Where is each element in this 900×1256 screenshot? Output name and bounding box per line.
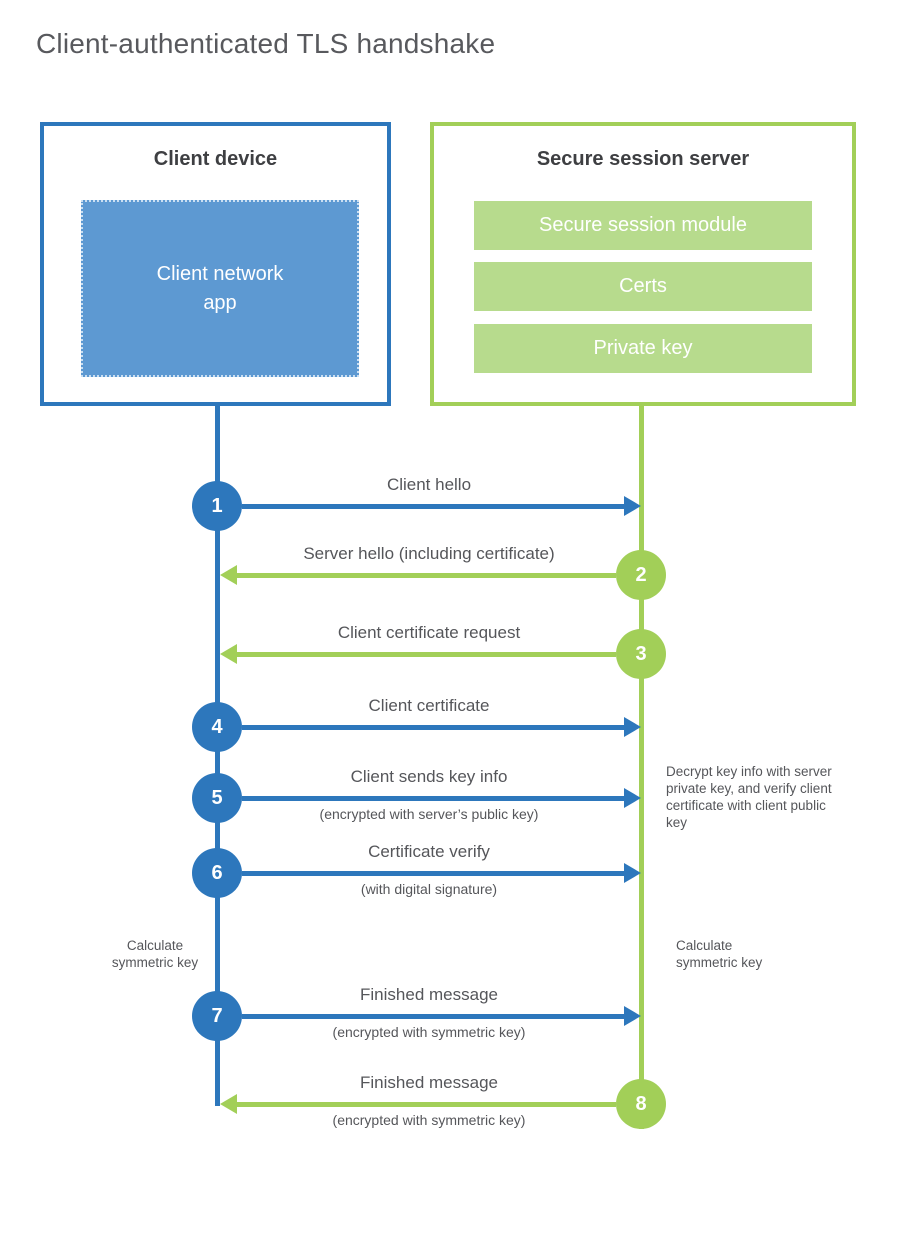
message-label: Client sends key info (350, 767, 508, 786)
arrowhead-right-icon (624, 496, 641, 516)
message-arrow (242, 871, 625, 876)
arrowhead-right-icon (624, 717, 641, 737)
step-circle: 2 (616, 550, 666, 600)
step-number: 2 (635, 563, 647, 586)
secure-session-server-box: Secure session server Secure session mod… (430, 122, 856, 406)
step-circle: 5 (192, 773, 242, 823)
arrowhead-right-icon (624, 863, 641, 883)
module-bar-private-key: Private key (474, 324, 812, 373)
step-circle: 3 (616, 629, 666, 679)
message-arrow (242, 725, 625, 730)
message-arrow (237, 573, 616, 578)
module-bar-certs: Certs (474, 262, 812, 311)
message-label: Client hello (386, 475, 472, 494)
step-number: 1 (211, 494, 223, 517)
message-arrow (242, 796, 625, 801)
message-label: Server hello (including certificate) (303, 544, 555, 563)
arrowhead-left-icon (220, 644, 237, 664)
diagram-title: Client-authenticated TLS handshake (36, 28, 496, 59)
step-circle: 8 (616, 1079, 666, 1129)
client-network-app-label: Client network app (156, 262, 284, 314)
step-circle: 1 (192, 481, 242, 531)
step-circle: 6 (192, 848, 242, 898)
module-label: Certs (619, 275, 667, 297)
message-arrow (242, 1014, 625, 1019)
arrowhead-right-icon (624, 1006, 641, 1026)
calculate-symmetric-key-note-server: Calculate symmetric key (676, 938, 763, 970)
secure-session-server-title: Secure session server (536, 148, 750, 170)
message-label: Finished message (360, 985, 498, 1004)
step-number: 6 (211, 861, 223, 884)
client-device-box: Client device Client network app (40, 122, 391, 406)
message-arrow (237, 1102, 616, 1107)
message-label: Certificate verify (368, 842, 490, 861)
module-label: Secure session module (539, 214, 747, 236)
arrowhead-right-icon (624, 788, 641, 808)
step-number: 3 (635, 642, 647, 665)
client-network-app-box: Client network app (81, 200, 359, 377)
message-sublabel: (encrypted with server’s public key) (319, 806, 539, 822)
decrypt-key-note: Decrypt key info with server private key… (666, 764, 832, 830)
step-circle: 7 (192, 991, 242, 1041)
message-sublabel: (encrypted with symmetric key) (332, 1112, 526, 1128)
message-sublabel: (encrypted with symmetric key) (332, 1024, 526, 1040)
message-label: Client certificate (368, 696, 490, 715)
module-label: Private key (593, 337, 693, 359)
message-label: Client certificate request (337, 623, 521, 642)
step-number: 8 (635, 1092, 647, 1115)
calculate-symmetric-key-note-client: Calculate symmetric key (111, 938, 199, 970)
step-number: 5 (211, 786, 223, 809)
step-number: 7 (211, 1004, 223, 1027)
server-lifeline (639, 405, 644, 1129)
arrowhead-left-icon (220, 565, 237, 585)
step-number: 4 (211, 715, 223, 738)
client-device-title: Client device (153, 148, 278, 170)
message-arrow (242, 504, 625, 509)
client-lifeline (215, 405, 220, 1106)
module-bar-secure-session-module: Secure session module (474, 201, 812, 250)
arrowhead-left-icon (220, 1094, 237, 1114)
step-circle: 4 (192, 702, 242, 752)
message-label: Finished message (360, 1073, 498, 1092)
message-arrow (237, 652, 616, 657)
message-sublabel: (with digital signature) (360, 881, 498, 897)
